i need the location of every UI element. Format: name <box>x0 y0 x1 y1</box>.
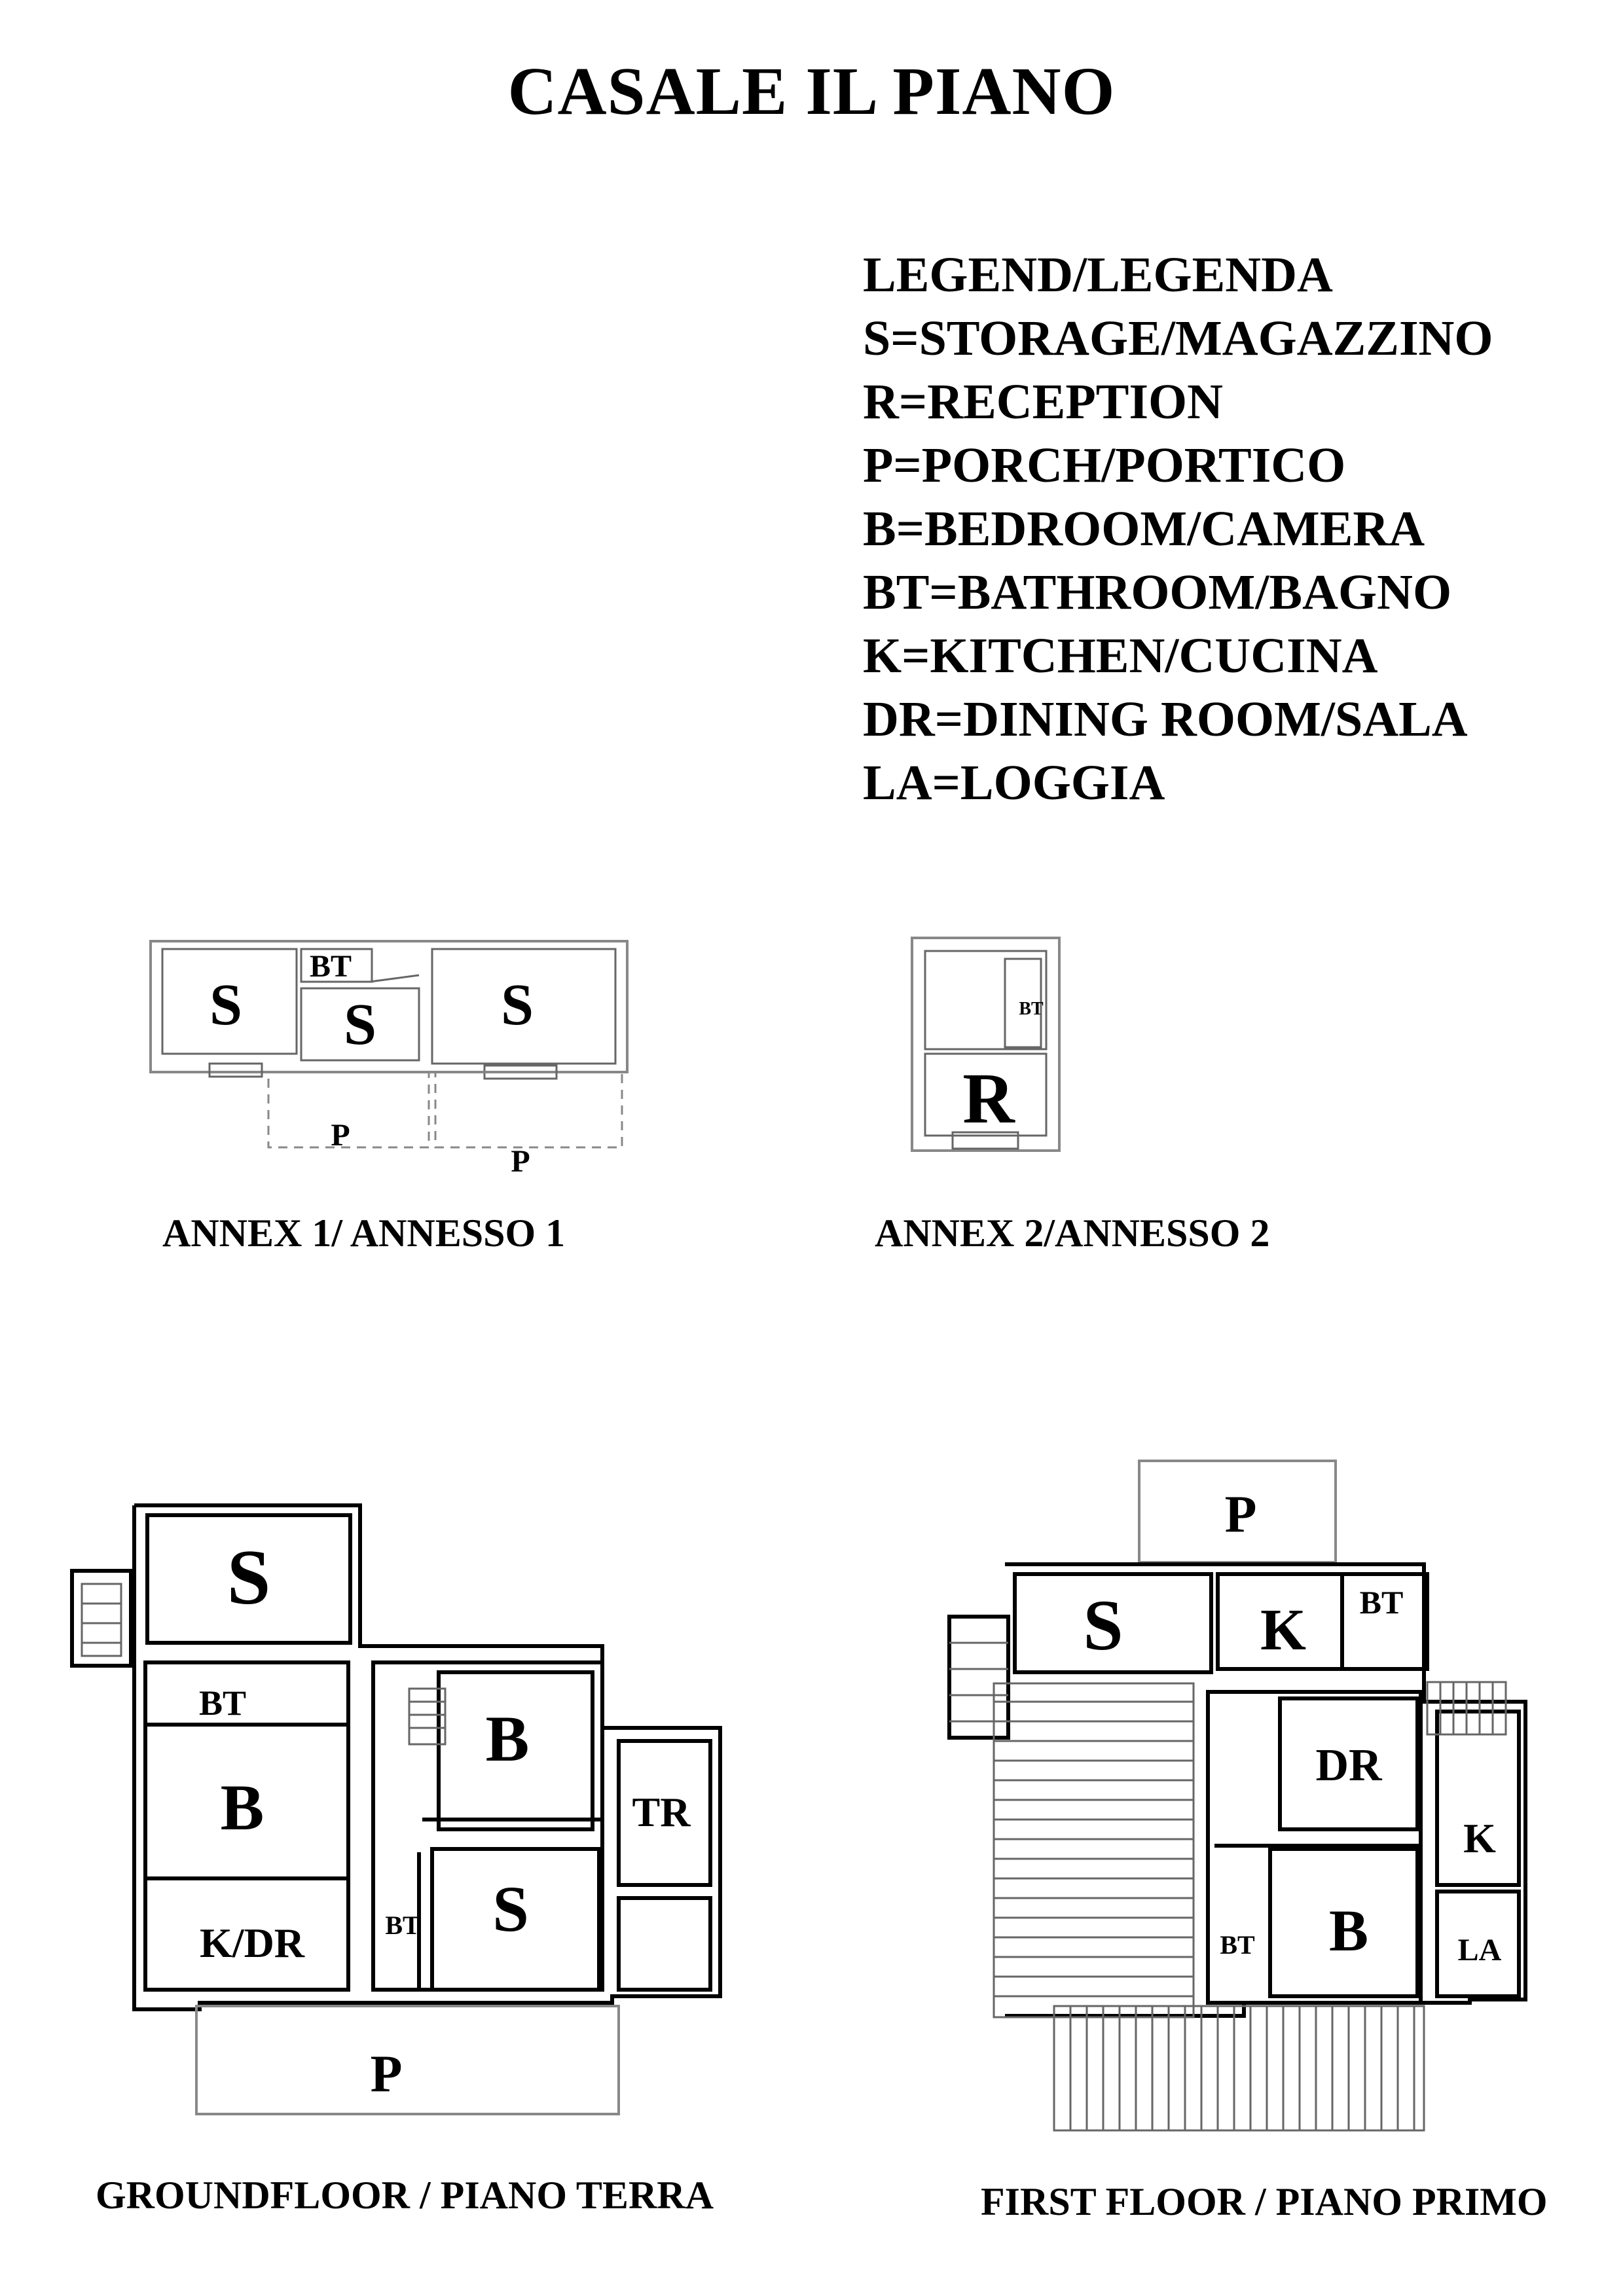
room-label: DR <box>1315 1740 1383 1791</box>
room-label: LA <box>1458 1933 1502 1967</box>
room-label: BT <box>1220 1930 1255 1960</box>
room-label: K <box>1463 1815 1496 1861</box>
room-label: B <box>486 1702 530 1775</box>
first-floor-caption: FIRST FLOOR / PIANO PRIMO <box>981 2180 1548 2223</box>
room-label: S <box>344 992 376 1057</box>
annex-2-plan: BT R <box>911 937 1061 1152</box>
room-label: S <box>227 1534 271 1621</box>
first-floor-plan: P S K BT DR K BT B LA <box>947 1460 1527 2132</box>
room-label: P <box>1225 1486 1257 1543</box>
room-label: S <box>1083 1585 1123 1665</box>
legend: LEGEND/LEGENDA S=STORAGE/MAGAZZINO R=REC… <box>863 243 1493 815</box>
annex-2-caption: ANNEX 2/ANNESSO 2 <box>875 1211 1270 1255</box>
annex-1-caption: ANNEX 1/ ANNESSO 1 <box>162 1211 566 1255</box>
room-label: BT <box>1019 999 1044 1019</box>
legend-item-reception: R=RECEPTION <box>863 374 1224 429</box>
legend-item-kitchen: K=KITCHEN/CUCINA <box>863 628 1378 683</box>
room-label: B <box>1329 1899 1368 1964</box>
room-label: P <box>511 1144 530 1179</box>
room-label: BT <box>1360 1584 1404 1621</box>
room-label: B <box>221 1771 264 1844</box>
room-label: P <box>371 2045 403 2103</box>
legend-item-porch: P=PORCH/PORTICO <box>863 438 1346 493</box>
legend-item-storage: S=STORAGE/MAGAZZINO <box>863 311 1493 366</box>
room-label: BT <box>385 1910 420 1940</box>
legend-item-dining-room: DR=DINING ROOM/SALA <box>863 692 1468 747</box>
legend-item-loggia: LA=LOGGIA <box>863 755 1165 810</box>
room-label: BT <box>199 1683 246 1723</box>
room-label: P <box>331 1118 350 1153</box>
groundfloor-plan: S BT B K/DR B TR BT S P <box>70 1503 722 2115</box>
room-label: S <box>210 973 242 1037</box>
room-label: BT <box>310 949 352 984</box>
legend-item-bathroom: BT=BATHROOM/BAGNO <box>863 565 1452 620</box>
room-label: R <box>962 1058 1015 1138</box>
room-label: K/DR <box>200 1920 305 1966</box>
room-label: K <box>1260 1598 1306 1662</box>
room-label: S <box>501 973 534 1037</box>
legend-item-bedroom: B=BEDROOM/CAMERA <box>863 501 1425 556</box>
page-title: CASALE IL PIANO <box>507 54 1116 129</box>
room-label: S <box>492 1873 529 1945</box>
groundfloor-caption: GROUNDFLOOR / PIANO TERRA <box>96 2174 714 2217</box>
annex-1-plan: S BT S S P P <box>149 940 629 1179</box>
legend-heading: LEGEND/LEGENDA <box>863 247 1333 302</box>
room-label: TR <box>632 1789 691 1835</box>
